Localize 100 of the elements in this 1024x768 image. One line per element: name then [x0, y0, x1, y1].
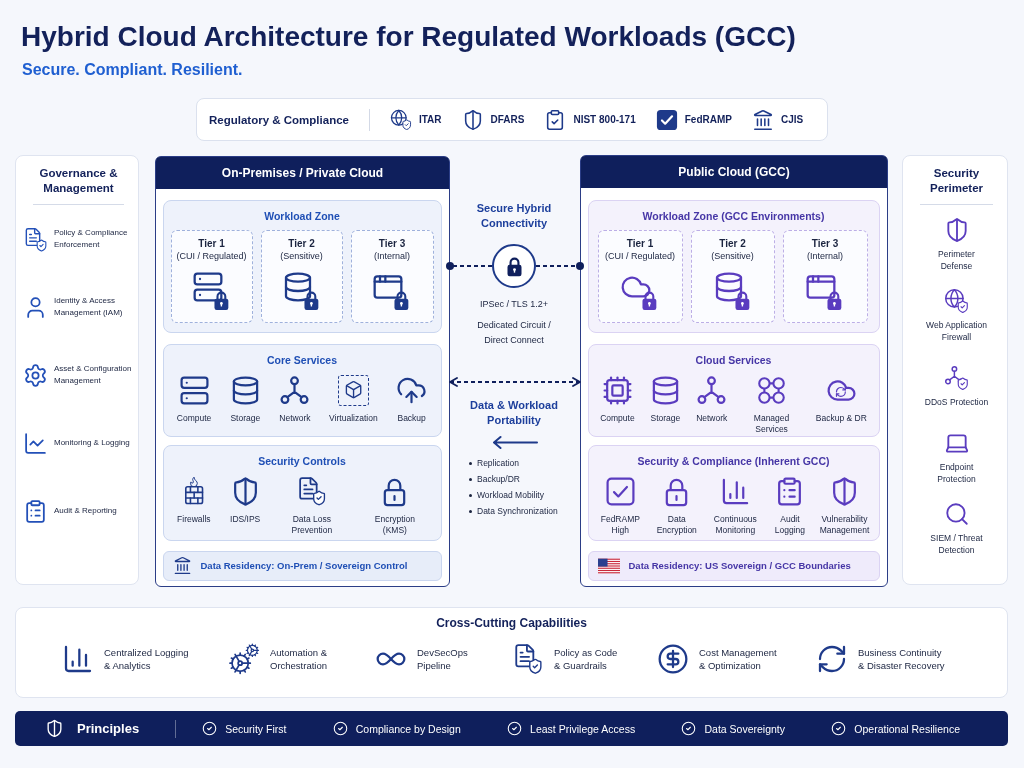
item-label: FedRAMP High — [599, 513, 641, 536]
tier-box — [597, 229, 683, 323]
section-panel — [587, 343, 880, 437]
principles-bar — [15, 711, 1008, 746]
capability-label: Automation & Orchestration — [270, 646, 329, 672]
bullet-item: Data Synchronization — [468, 505, 558, 517]
diagram-title: Hybrid Cloud Architecture for Regulated Workloads (GCC) — [21, 20, 796, 54]
item-label: SIEM / Threat Detection — [929, 532, 984, 556]
item-label: Monitoring & Logging — [54, 437, 130, 449]
section-panel — [162, 444, 442, 541]
item-label: Backup — [397, 412, 426, 424]
item-label: Encryption (KMS) — [373, 513, 416, 536]
item-label: Network — [696, 412, 728, 424]
tier-box — [170, 229, 253, 323]
tier-title: Tier 1 — [198, 236, 225, 250]
standard-name: DFARS — [490, 114, 525, 125]
bar-title: Principles — [77, 721, 140, 736]
tier-title: Tier 1 — [626, 236, 654, 250]
principle-label: Data Sovereignty — [704, 722, 785, 735]
item-label: Storage — [650, 412, 681, 424]
tier-title: Tier 3 — [378, 236, 406, 250]
item-label: Perimeter Defense — [937, 248, 976, 272]
section-title: Cloud Services — [694, 352, 773, 367]
tier-subtitle: (Sensitive) — [280, 249, 323, 263]
item-label: Policy & Compliance Enforcement — [54, 227, 129, 251]
capabilities-panel — [15, 607, 1008, 698]
compliance-bar — [196, 98, 828, 141]
item-label: Data Encryption — [655, 513, 698, 536]
principle-label: Compliance by Design — [355, 722, 461, 735]
section-title: Security Controls — [257, 453, 347, 468]
panel-title: Security Perimeter — [928, 166, 985, 196]
tier-box — [350, 229, 434, 323]
standard-name: NIST 800-171 — [573, 114, 636, 125]
tier-subtitle: (Internal) — [807, 249, 843, 263]
item-label: Network — [279, 412, 311, 424]
item-label: Audit & Reporting — [54, 505, 117, 517]
item-label: Compute — [176, 412, 212, 424]
bullet-item: Backup/DR — [468, 473, 520, 485]
cloud-panel — [580, 155, 888, 587]
item-label: Identity & Access Management (IAM) — [54, 295, 124, 319]
tier-subtitle: (CUI / Regulated) — [605, 249, 675, 263]
item-label: Backup & DR — [815, 412, 867, 424]
item-label: Audit Logging — [773, 513, 807, 536]
tier-title: Tier 3 — [811, 236, 839, 250]
section-title: Security & Compliance (Inherent GCC) — [636, 453, 831, 468]
item-label: Endpoint Protection — [936, 461, 977, 485]
tier-subtitle: (Sensitive) — [711, 249, 754, 263]
item-label: Managed Services — [752, 412, 791, 435]
item-label: Continuous Monitoring — [712, 513, 758, 536]
tier-subtitle: (CUI / Regulated) — [176, 249, 247, 263]
item-label: Vulnerability Management — [818, 513, 871, 536]
residency-banner — [587, 550, 880, 581]
zone-title: Workload Zone — [263, 208, 341, 223]
bar-title: Regulatory & Compliance — [209, 113, 349, 126]
section-panel — [587, 444, 880, 541]
zone-panel — [162, 199, 442, 333]
item-label: Virtualization — [329, 412, 378, 424]
standard-name: ITAR — [418, 114, 442, 125]
principle-label: Operational Resilience — [854, 722, 960, 735]
zone-panel — [587, 199, 880, 333]
residency-banner — [162, 550, 442, 581]
side-panel — [902, 155, 1008, 585]
capability-label: DevSecOps Pipeline — [417, 646, 469, 672]
hub-note: IPSec / TLS 1.2+ — [478, 298, 550, 311]
section-heading: Data & Workload Portability — [469, 398, 559, 428]
panel-title: Governance & Management — [38, 166, 119, 196]
principle-label: Least Privilege Access — [530, 722, 636, 735]
hub-circle — [492, 244, 536, 288]
dotted-connector — [446, 262, 493, 270]
section-title: Core Services — [265, 352, 338, 367]
panel-title: Cross-Cutting Capabilities — [435, 616, 588, 630]
item-label: Firewalls — [177, 513, 211, 525]
hub-note: Dedicated Circuit / Direct Connect — [476, 319, 552, 347]
tier-box — [782, 229, 868, 323]
tier-box — [690, 229, 775, 323]
item-label: Web Application Firewall — [925, 319, 988, 343]
subtitle: Secure. Compliant. Resilient. — [22, 60, 243, 80]
banner-text: Data Residency: US Sovereign / GCC Boundaries — [628, 560, 851, 571]
standard-name: CJIS — [780, 114, 804, 125]
zone-title: Workload Zone (GCC Environments) — [641, 208, 826, 223]
tier-box — [260, 229, 343, 323]
tier-title: Tier 2 — [719, 236, 746, 250]
item-label: DDoS Protection — [924, 396, 989, 408]
dotted-connector — [535, 262, 584, 270]
hub-title: Secure Hybrid Connectivity — [475, 201, 553, 231]
cloud-panel — [155, 156, 450, 587]
capability-label: Policy as Code & Guardrails — [554, 646, 619, 672]
section-panel — [162, 343, 442, 437]
item-label: Data Loss Prevention — [290, 513, 334, 536]
panel-header: On-Premises / Private Cloud — [156, 157, 449, 189]
bullet-item: Replication — [468, 457, 520, 469]
capability-label: Cost Management & Optimization — [699, 646, 778, 672]
standard-name: FedRAMP — [684, 114, 732, 125]
capability-label: Centralized Logging & Analytics — [104, 646, 190, 672]
banner-text: Data Residency: On-Prem / Sovereign Control — [200, 560, 408, 571]
panel-header: Public Cloud (GCC) — [581, 156, 887, 188]
item-label: Asset & Configuration Management — [54, 363, 133, 387]
item-label: Storage — [230, 412, 261, 424]
bullet-item: Workload Mobility — [468, 489, 544, 501]
tier-subtitle: (Internal) — [374, 249, 410, 263]
